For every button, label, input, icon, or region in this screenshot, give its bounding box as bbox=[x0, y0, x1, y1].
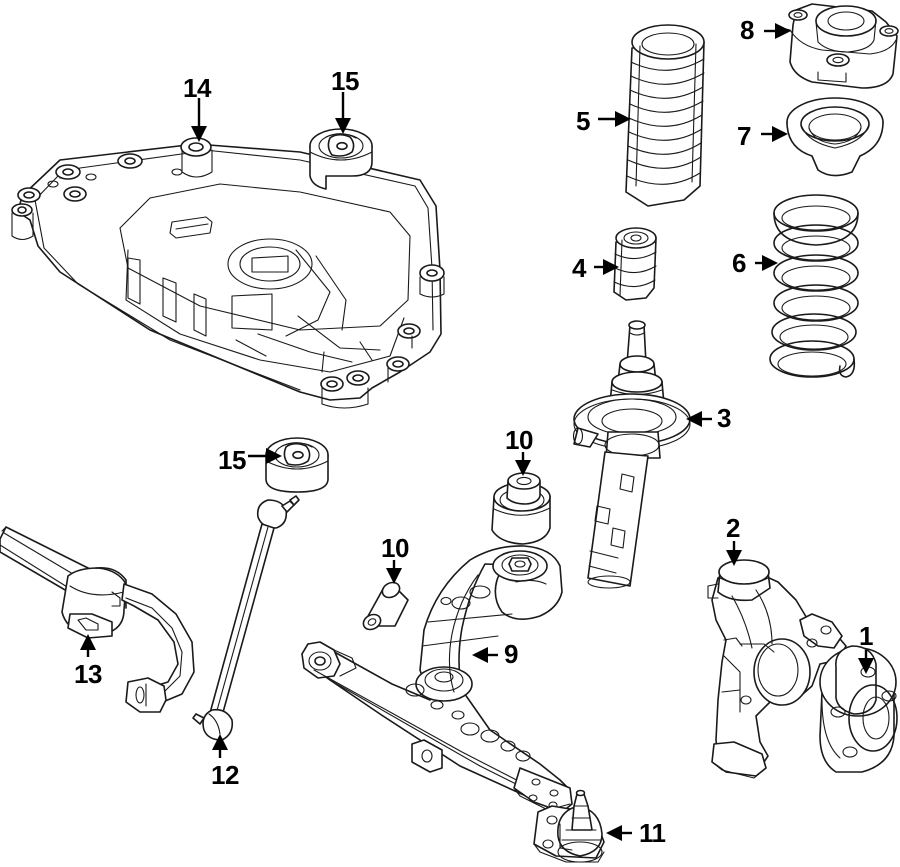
callout-label-1: 1 bbox=[859, 621, 873, 651]
callout-label-12: 12 bbox=[211, 760, 239, 790]
leader-2 bbox=[726, 541, 742, 566]
leader-10b bbox=[386, 560, 402, 584]
callout-label-10b: 10 bbox=[381, 533, 409, 563]
callout-label-4: 4 bbox=[572, 253, 586, 283]
subframe-mount-hole bbox=[180, 137, 213, 178]
leader-11 bbox=[606, 825, 632, 841]
leader-4 bbox=[594, 259, 619, 275]
callout-label-3: 3 bbox=[717, 403, 731, 433]
part-subframe-mount-bushing-lower[interactable] bbox=[265, 437, 329, 493]
leader-13 bbox=[80, 634, 96, 657]
leader-12 bbox=[212, 734, 228, 758]
leader-6 bbox=[755, 255, 778, 271]
leader-3 bbox=[686, 411, 712, 427]
callout-label-15a: 15 bbox=[331, 66, 359, 96]
leader-9 bbox=[472, 647, 498, 663]
part-stabilizer-bar[interactable] bbox=[0, 526, 195, 713]
callout-label-9: 9 bbox=[504, 639, 518, 669]
leader-10a bbox=[515, 452, 531, 476]
part-lower-ball-joint[interactable] bbox=[533, 789, 605, 863]
part-control-arm-bushing-rear[interactable] bbox=[491, 472, 551, 545]
callout-label-15b: 15 bbox=[218, 445, 246, 475]
part-steering-knuckle[interactable] bbox=[707, 559, 847, 779]
part-upper-spring-seat[interactable] bbox=[786, 97, 884, 177]
callout-label-2: 2 bbox=[726, 513, 740, 543]
callout-label-10a: 10 bbox=[505, 425, 533, 455]
part-stabilizer-bar-link[interactable] bbox=[192, 495, 300, 741]
part-strut-assembly[interactable] bbox=[572, 320, 691, 589]
part-wheel-hub[interactable] bbox=[819, 645, 898, 773]
leader-14 bbox=[191, 98, 207, 142]
part-jounce-bumper[interactable] bbox=[613, 227, 657, 301]
part-coil-spring[interactable] bbox=[769, 194, 859, 378]
part-dust-boot[interactable] bbox=[625, 24, 705, 207]
callout-label-11: 11 bbox=[639, 818, 666, 848]
leader-15a bbox=[335, 92, 351, 134]
callout-label-8: 8 bbox=[740, 15, 754, 45]
leader-8 bbox=[764, 23, 791, 39]
part-control-arm-bushing-front[interactable] bbox=[361, 580, 409, 633]
leader-15b bbox=[248, 448, 282, 464]
leader-7 bbox=[761, 126, 788, 142]
callout-label-14: 14 bbox=[183, 73, 211, 103]
callout-label-5: 5 bbox=[576, 106, 590, 136]
leader-1 bbox=[858, 650, 874, 674]
callout-label-6: 6 bbox=[732, 248, 746, 278]
callout-label-13: 13 bbox=[74, 659, 102, 689]
part-subframe-mount-bushing-top[interactable] bbox=[309, 128, 373, 190]
part-front-subframe-crossmember[interactable] bbox=[11, 137, 445, 409]
part-lower-control-arm[interactable] bbox=[301, 545, 573, 813]
leader-5 bbox=[598, 111, 631, 127]
callout-label-7: 7 bbox=[737, 121, 751, 151]
part-strut-mount[interactable] bbox=[781, 3, 899, 89]
